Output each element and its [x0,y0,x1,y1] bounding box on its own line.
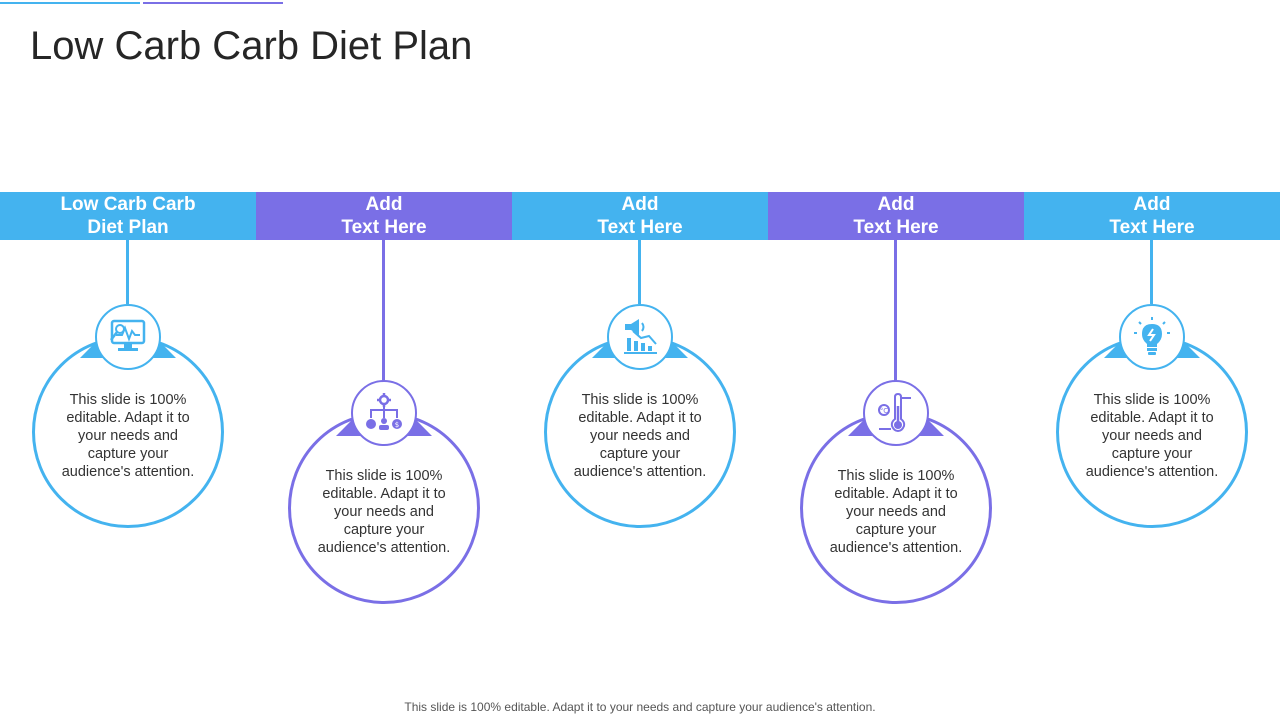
step-2-header: Add Text Here [256,192,512,240]
top-accent-line-purple [143,2,283,4]
step-4-connector [894,240,897,382]
step-3-icon-badge [607,304,673,370]
svg-text:$: $ [395,421,399,429]
step-1-heading: Low Carb Carb Diet Plan [60,194,196,238]
step-5-heading: Add Text Here [1109,194,1195,238]
thermometer-icon: °C [878,392,911,433]
step-5-header: Add Text Here [1024,192,1280,240]
step-4-header: Add Text Here [768,192,1024,240]
lightbulb-icon [1134,317,1170,355]
step-1-header: Low Carb Carb Diet Plan [0,192,256,240]
step-1-icon-badge [95,304,161,370]
slide-footer-note: This slide is 100% editable. Adapt it to… [404,700,876,714]
monitor-chart-icon [110,319,146,351]
step-4-heading: Add Text Here [853,194,939,238]
step-5-connector [1150,240,1153,304]
step-2-circle: This slide is 100% editable. Adapt it to… [288,412,480,604]
top-accent-line-blue [0,2,140,4]
step-5-icon-badge [1119,304,1185,370]
step-4-body: This slide is 100% editable. Adapt it to… [829,468,963,556]
slide-title: Low Carb Carb Diet Plan [30,24,473,68]
step-5-body: This slide is 100% editable. Adapt it to… [1085,392,1219,480]
step-3-connector [638,240,641,304]
step-2-connector [382,240,385,382]
step-1-body: This slide is 100% editable. Adapt it to… [61,392,195,480]
step-2-heading: Add Text Here [341,194,427,238]
gear-org-chart-icon: $ [366,393,402,430]
step-3-header: Add Text Here [512,192,768,240]
step-2-body: This slide is 100% editable. Adapt it to… [317,468,451,556]
svg-text:°C: °C [880,407,889,415]
step-3-body: This slide is 100% editable. Adapt it to… [573,392,707,480]
step-2-icon-badge: $ [351,380,417,446]
step-1-connector [126,240,129,304]
megaphone-bar-chart-icon [624,319,657,354]
step-3-heading: Add Text Here [597,194,683,238]
step-4-icon-badge: °C [863,380,929,446]
